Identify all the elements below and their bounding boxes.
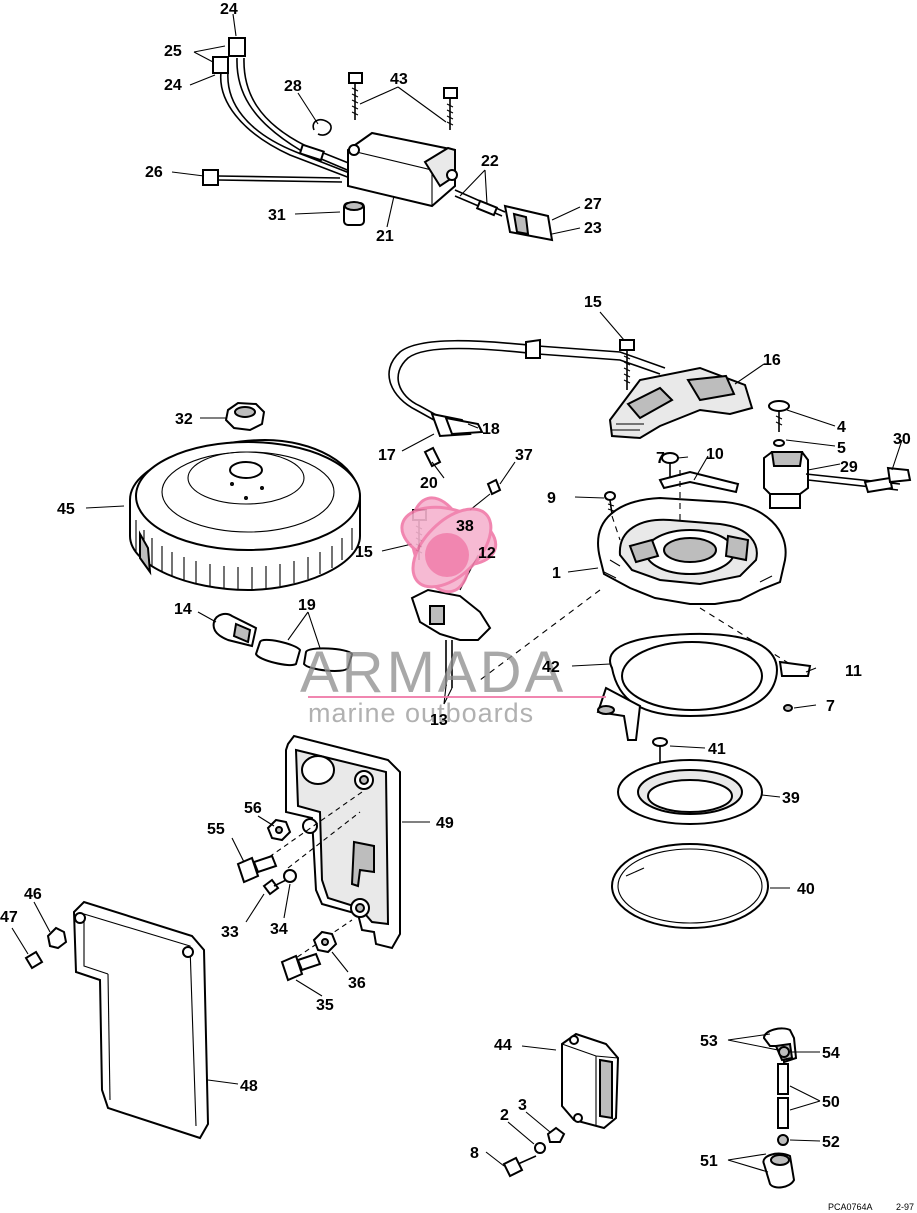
label-45: 45 [57, 501, 75, 518]
footer-date: 2-97 [896, 1202, 914, 1212]
label-24: 24 [220, 1, 238, 18]
timer-sensor-assembly [388, 338, 912, 509]
leader-lines-plates [571, 663, 817, 889]
flywheel [129, 438, 361, 592]
label-44: 44 [494, 1037, 512, 1054]
label-53: 53 [700, 1033, 718, 1050]
label-15: 15 [355, 544, 373, 561]
leader-lines-rectifier [485, 1045, 557, 1167]
part-number-labels: 24 25 24 28 43 26 22 27 23 31 21 15 16 4… [0, 1, 911, 1170]
label-2: 2 [500, 1107, 509, 1124]
label-56: 56 [244, 800, 262, 817]
watermark-tagline: marine outboards [308, 698, 534, 728]
power-pack-assembly [202, 37, 554, 242]
label-7: 7 [826, 698, 835, 715]
label-23: 23 [584, 220, 602, 237]
label-55: 55 [207, 821, 225, 838]
label-27: 27 [584, 196, 602, 213]
label-16: 16 [763, 352, 781, 369]
label-26: 26 [145, 164, 163, 181]
stator-assembly [479, 452, 791, 681]
label-47: 47 [0, 909, 18, 926]
flywheel-nut [224, 401, 266, 432]
label-3: 3 [518, 1097, 527, 1114]
watermark-brand: ARMADA [300, 640, 566, 705]
label-31: 31 [268, 207, 286, 224]
label-10: 10 [706, 446, 724, 463]
label-13: 13 [430, 712, 448, 729]
leader-lines-mid-right [401, 311, 903, 471]
label-37: 37 [515, 447, 533, 464]
label-35: 35 [316, 997, 334, 1014]
label-29: 29 [840, 459, 858, 476]
label-24: 24 [164, 77, 182, 94]
label-17: 17 [378, 447, 396, 464]
leader-lines-top [171, 13, 581, 235]
label-52: 52 [822, 1134, 840, 1151]
rectifier [502, 1032, 620, 1178]
bracket-fasteners [236, 818, 338, 982]
armature-ring [617, 737, 763, 825]
label-49: 49 [436, 815, 454, 832]
label-41: 41 [708, 741, 726, 758]
spark-plug-boots [762, 1027, 798, 1189]
leader-lines-cover [11, 901, 239, 1085]
label-54: 54 [822, 1045, 840, 1062]
label-36: 36 [348, 975, 366, 992]
label-18: 18 [482, 421, 500, 438]
label-1: 1 [552, 565, 561, 582]
watermark: ARMADA marine outboards [300, 496, 606, 728]
label-19: 19 [298, 597, 316, 614]
label-40: 40 [797, 881, 815, 898]
label-39: 39 [782, 790, 800, 807]
label-42: 42 [542, 659, 560, 676]
label-7: 7 [656, 450, 665, 467]
retainer-plate [596, 632, 812, 741]
label-38: 38 [456, 518, 474, 535]
retaining-ring [611, 843, 769, 929]
label-30: 30 [893, 431, 911, 448]
label-15: 15 [584, 294, 602, 311]
label-51: 51 [700, 1153, 718, 1170]
electrical-cover [24, 900, 210, 1140]
label-50: 50 [822, 1094, 840, 1111]
label-34: 34 [270, 921, 288, 938]
label-4: 4 [837, 419, 846, 436]
label-33: 33 [221, 924, 239, 941]
footer-code: PCA0764A [828, 1202, 873, 1212]
label-14: 14 [174, 601, 192, 618]
label-8: 8 [470, 1145, 479, 1162]
label-48: 48 [240, 1078, 258, 1095]
label-20: 20 [420, 475, 438, 492]
leader-lines-bracket [231, 815, 430, 997]
label-9: 9 [547, 490, 556, 507]
label-28: 28 [284, 78, 302, 95]
label-11: 11 [845, 663, 862, 680]
label-25: 25 [164, 43, 182, 60]
mounting-bracket [261, 734, 401, 963]
label-43: 43 [390, 71, 408, 88]
label-22: 22 [481, 153, 499, 170]
leader-lines-connectors [197, 611, 453, 705]
label-32: 32 [175, 411, 193, 428]
label-5: 5 [837, 440, 846, 457]
label-21: 21 [376, 228, 394, 245]
label-46: 46 [24, 886, 42, 903]
label-12: 12 [478, 545, 496, 562]
propeller-logo-icon [400, 496, 498, 594]
connector-parts [212, 613, 354, 672]
leader-lines-plugs [727, 1033, 821, 1173]
